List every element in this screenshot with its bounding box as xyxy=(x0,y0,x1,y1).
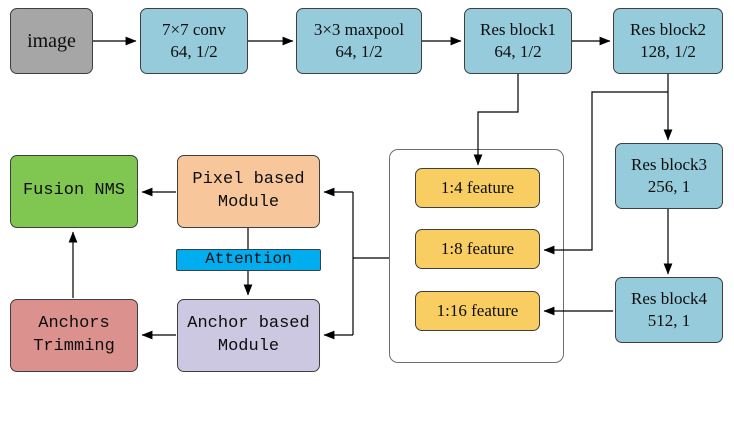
node-image: image xyxy=(10,8,93,74)
node-res1-line1: Res block1 xyxy=(479,19,557,39)
node-conv-7x7: 7×7 conv 64, 1/2 xyxy=(140,8,248,74)
node-res-block1: Res block1 64, 1/2 xyxy=(464,8,572,74)
node-res-block2: Res block2 128, 1/2 xyxy=(613,8,723,74)
node-res2-line1: Res block2 xyxy=(629,19,707,39)
node-feature-1-16: 1:16 feature xyxy=(415,291,540,331)
node-res4-line1: Res block4 xyxy=(630,288,708,308)
node-res3-line2: 256, 1 xyxy=(647,177,691,196)
node-maxpool-line2: 64, 1/2 xyxy=(335,42,383,61)
node-maxpool-line1: 3×3 maxpool xyxy=(313,19,405,39)
node-f16-label: 1:16 feature xyxy=(436,300,519,320)
node-anchor-line2: Module xyxy=(217,336,280,356)
node-pixel-line2: Module xyxy=(217,192,280,212)
node-res4-line2: 512, 1 xyxy=(647,311,691,330)
node-trimming-line2: Trimming xyxy=(33,336,115,356)
node-f8-label: 1:8 feature xyxy=(440,238,515,258)
node-trimming-line1: Anchors xyxy=(38,314,110,334)
node-fusion-nms: Fusion NMS xyxy=(10,155,138,228)
node-pixel-line1: Pixel based xyxy=(192,170,305,190)
node-res2-line2: 128, 1/2 xyxy=(640,42,696,61)
node-anchors-trimming: Anchors Trimming xyxy=(10,299,138,372)
node-fusion-label: Fusion NMS xyxy=(22,181,126,201)
node-conv-line2: 64, 1/2 xyxy=(170,42,218,61)
node-conv-line1: 7×7 conv xyxy=(162,19,226,39)
node-feature-1-8: 1:8 feature xyxy=(415,229,540,269)
node-res3-line1: Res block3 xyxy=(630,154,708,174)
node-f4-label: 1:4 feature xyxy=(440,177,515,197)
node-maxpool-3x3: 3×3 maxpool 64, 1/2 xyxy=(296,8,422,74)
node-res-block3: Res block3 256, 1 xyxy=(615,143,723,209)
node-feature-1-4: 1:4 feature xyxy=(415,168,540,208)
node-attention: Attention xyxy=(176,249,321,271)
node-image-label: image xyxy=(27,29,76,52)
node-attention-label: Attention xyxy=(205,250,292,269)
node-res1-line2: 64, 1/2 xyxy=(494,42,542,61)
node-anchor-based-module: Anchor based Module xyxy=(177,299,320,372)
node-anchor-line1: Anchor based xyxy=(187,314,310,334)
node-res-block4: Res block4 512, 1 xyxy=(615,277,723,343)
node-pixel-based-module: Pixel based Module xyxy=(177,155,320,228)
